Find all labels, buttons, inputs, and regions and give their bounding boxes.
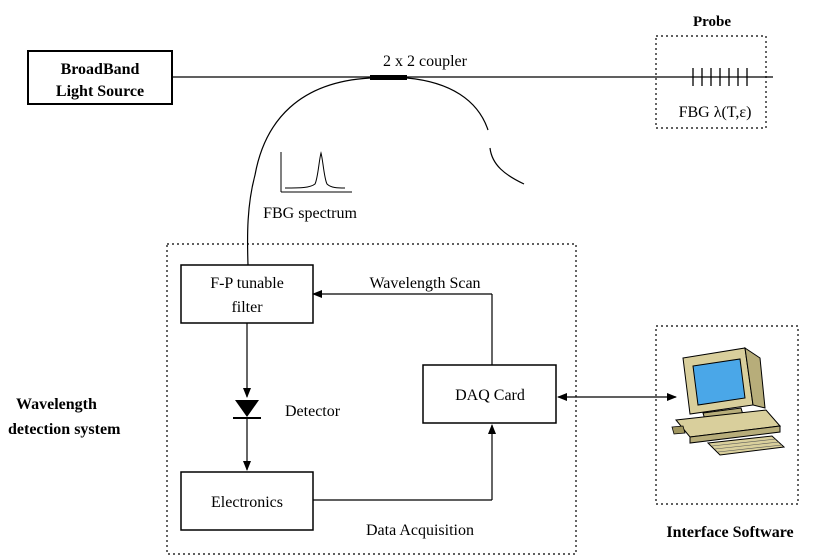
- light-source-label-line2: Light Source: [56, 83, 144, 100]
- computer-icon: [671, 346, 786, 456]
- wavelength-scan-label: Wavelength Scan: [369, 275, 480, 292]
- coupler-label: 2 x 2 coupler: [383, 53, 468, 70]
- software-box: [655, 325, 799, 505]
- spectrum-label: FBG spectrum: [263, 205, 357, 222]
- fp-filter-label-line1: F-P tunable: [210, 275, 284, 292]
- probe-box: [655, 35, 767, 129]
- detector-label: Detector: [285, 403, 341, 420]
- fiber-coupler-to-filter: [246, 77, 371, 266]
- data-acquisition-label: Data Acquisition: [366, 522, 474, 539]
- fp-filter-label-line2: filter: [231, 299, 263, 316]
- fiber-open-end: [406, 77, 525, 185]
- light-source-box: BroadBand Light Source: [27, 50, 173, 105]
- software-label: Interface Software: [666, 524, 793, 541]
- detector-diode-icon: [233, 400, 261, 419]
- probe-title: Probe: [693, 14, 731, 30]
- daq-card-label: DAQ Card: [455, 387, 525, 404]
- spectrum-inset: [280, 151, 352, 193]
- system-label-line2: detection system: [8, 421, 121, 438]
- daq-card-box: DAQ Card: [422, 364, 557, 424]
- fbg-grating-marks: [692, 68, 748, 86]
- system-label-line1: Wavelength: [16, 396, 97, 413]
- light-source-label-line1: BroadBand: [61, 61, 140, 78]
- electronics-box: Electronics: [180, 471, 314, 531]
- coupler-junction: [370, 75, 407, 80]
- fp-filter-box: F-P tunable filter: [180, 264, 314, 324]
- electronics-label: Electronics: [211, 494, 283, 511]
- probe-fbg-label: FBG λ(T,ε): [679, 104, 752, 121]
